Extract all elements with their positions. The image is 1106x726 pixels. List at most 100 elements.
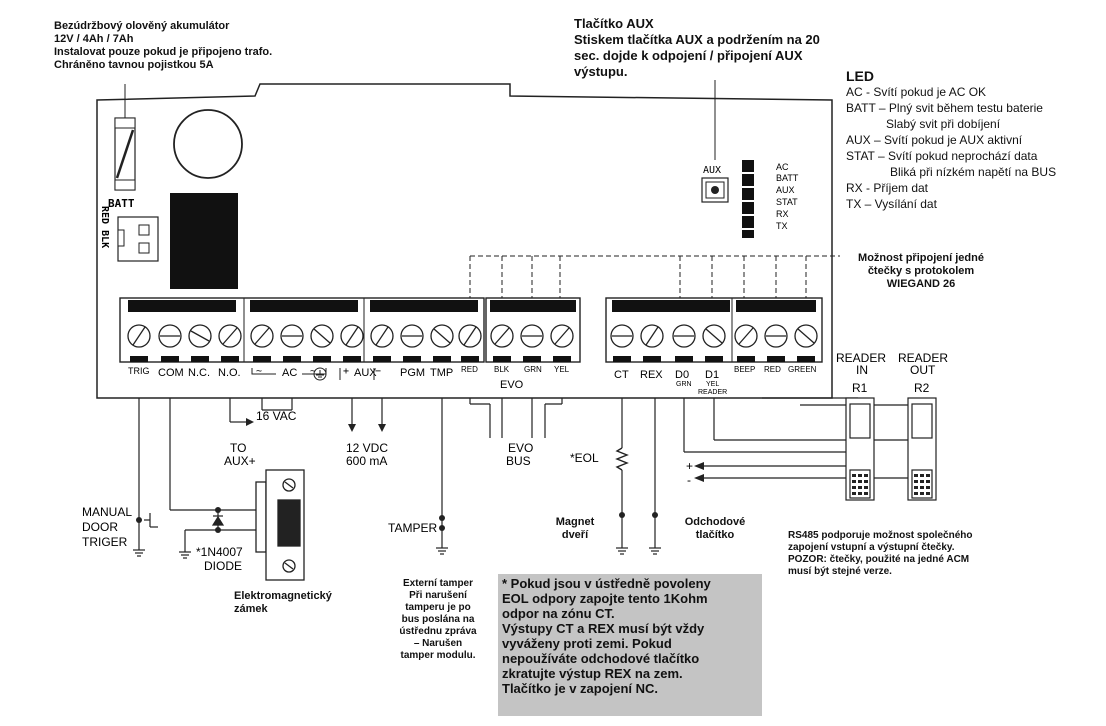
aux-note-line: výstupu.	[574, 64, 628, 79]
terminal-block-left	[119, 297, 485, 363]
reader-out-label-1: READER	[898, 351, 948, 365]
eol-note-line: vyváženy proti zemi. Pokud	[502, 636, 672, 651]
diode-label-1: *1N4007	[196, 545, 243, 559]
term-d0: D0	[675, 369, 689, 381]
magnet-caption-line: dveří	[561, 529, 589, 541]
led-label-tx: TX	[776, 221, 788, 231]
rs485-note-line: POZOR: čtečky, použité na jedné ACM	[788, 554, 970, 565]
led-legend-line: STAT – Svítí pokud neprochází data	[846, 149, 1038, 163]
terminal-screws	[127, 324, 818, 348]
wiegand-note-line: Možnost připojení jedné	[858, 252, 984, 264]
red-blk-label: RED BLK	[99, 206, 110, 248]
aux-button-label: AUX	[703, 165, 721, 176]
term-green: GREEN	[788, 365, 817, 374]
tamper-caption-line: bus poslána na	[401, 614, 475, 625]
aux-button	[701, 177, 729, 203]
reader-out-icon	[907, 397, 937, 501]
term-d1-sub2: READER	[698, 389, 727, 396]
vdc-label-1: 12 VDC	[346, 441, 388, 455]
eol-note-line: EOL odpory zapojte tento 1Kohm	[502, 591, 708, 606]
rs485-note-line: musí být stejné verze.	[788, 566, 892, 577]
vac-label: 16 VAC	[256, 409, 297, 423]
tamper-caption-line: ústřednu zpráva	[399, 626, 477, 637]
board-outline	[96, 83, 833, 399]
lock-caption-line: zámek	[234, 603, 268, 615]
rs485-note-line: zapojení vstupní a výstupní čtečky.	[788, 542, 955, 553]
term-ac: AC	[282, 367, 297, 379]
term-rex: REX	[640, 369, 663, 381]
led-legend-title: LED	[846, 68, 874, 84]
junction-dots	[136, 507, 658, 533]
led-legend-line: BATT – Plný svit během testu baterie	[846, 101, 1043, 115]
term-d1: D1	[705, 369, 719, 381]
tamper-caption-line: Externí tamper	[402, 578, 474, 589]
eol-note-line: nepoužíváte odchodové tlačítko	[502, 651, 700, 666]
reader-r2-label: R2	[914, 381, 930, 395]
term-d0-sub: GRN	[676, 381, 692, 388]
term-pgm: PGM	[400, 367, 425, 379]
plus-label: +	[686, 459, 693, 473]
eol-note-line: Tlačítko je v zapojení NC.	[502, 681, 659, 696]
vdc-label-2: 600 mA	[346, 454, 387, 468]
ground-icons	[133, 547, 661, 559]
term-evo: EVO	[500, 379, 524, 391]
exit-caption-line: tlačítko	[695, 529, 735, 541]
led-legend-line: Slabý svit při dobíjení	[886, 117, 1001, 131]
eol-note-line: zkratujte výstup REX na zem.	[502, 666, 683, 681]
term-com: COM	[158, 367, 184, 379]
eol-label: *EOL	[570, 451, 599, 465]
tamper-caption-line: Při narušení	[409, 590, 467, 601]
magnetic-lock-icon	[255, 469, 305, 581]
eol-resistor-icon	[615, 447, 629, 471]
term-yel: YEL	[554, 365, 570, 374]
led-legend-line: RX - Příjem dat	[846, 181, 929, 195]
buzzer-icon	[173, 109, 243, 179]
to-aux-label-2: AUX+	[224, 454, 256, 468]
reader-r1-label: R1	[852, 381, 868, 395]
relay-block	[170, 193, 238, 289]
aux-minus-sign: −	[375, 366, 381, 377]
manual-label-1: MANUAL	[82, 505, 132, 519]
term-nc: N.C.	[188, 367, 210, 379]
rs485-note: RS485 podporuje možnost společného zapoj…	[788, 530, 972, 578]
led-indicators	[742, 160, 754, 238]
rs485-note-line: RS485 podporuje možnost společného	[788, 530, 973, 541]
term-beep: BEEP	[734, 365, 755, 374]
ac-tilde-1: ~	[256, 366, 262, 377]
tamper-caption-line: tamper modulu.	[400, 650, 476, 661]
aux-plus-sign: +	[343, 366, 349, 377]
battery-note-line: Bezúdržbový olověný akumulátor	[54, 20, 230, 32]
aux-note-line: Stiskem tlačítka AUX a podržením na 20	[574, 32, 820, 47]
battery-note-line: Instalovat pouze pokud je připojeno traf…	[54, 46, 273, 58]
led-label-batt: BATT	[776, 173, 799, 183]
term-tmp: TMP	[430, 367, 453, 379]
wiegand-note-line: WIEGAND 26	[886, 278, 956, 290]
tamper-caption-line: – Narušen	[413, 638, 463, 649]
exit-caption-line: Odchodové	[684, 516, 746, 528]
reader-in-icon	[845, 397, 875, 501]
term-ct: CT	[614, 369, 629, 381]
term-no: N.O.	[218, 367, 241, 379]
battery-note-line: Chráněno tavnou pojistkou 5A	[54, 59, 214, 71]
battery-connector	[117, 216, 159, 262]
led-legend-line: AC - Svítí pokud je AC OK	[846, 85, 987, 99]
term-aux: AUX	[354, 367, 377, 379]
manual-label-3: TRIGER	[82, 535, 128, 549]
diode-icon	[211, 510, 225, 530]
led-legend-line: Bliká při nízkém napětí na BUS	[890, 165, 1057, 179]
fuse-icon	[114, 117, 136, 191]
terminal-pins	[130, 356, 815, 362]
eol-note-line: odpor na zónu CT.	[502, 606, 615, 621]
reader-out-label-2: OUT	[910, 363, 936, 377]
batt-label: BATT	[108, 197, 135, 210]
term-red: RED	[461, 365, 478, 374]
aux-note-line: sec. dojde k odpojení / připojení AUX	[574, 48, 803, 63]
tamper-caption-line: tamperu je po	[405, 602, 471, 613]
minus-label: -	[687, 473, 691, 487]
battery-note: Bezúdržbový olověný akumulátor 12V / 4Ah…	[54, 20, 272, 72]
evo-bus-label-2: BUS	[506, 454, 531, 468]
led-legend-line: TX – Vysílání dat	[846, 197, 937, 211]
term-d1-sub1: YEL	[706, 381, 719, 388]
lock-caption: Elektromagnetický zámek	[234, 590, 332, 616]
